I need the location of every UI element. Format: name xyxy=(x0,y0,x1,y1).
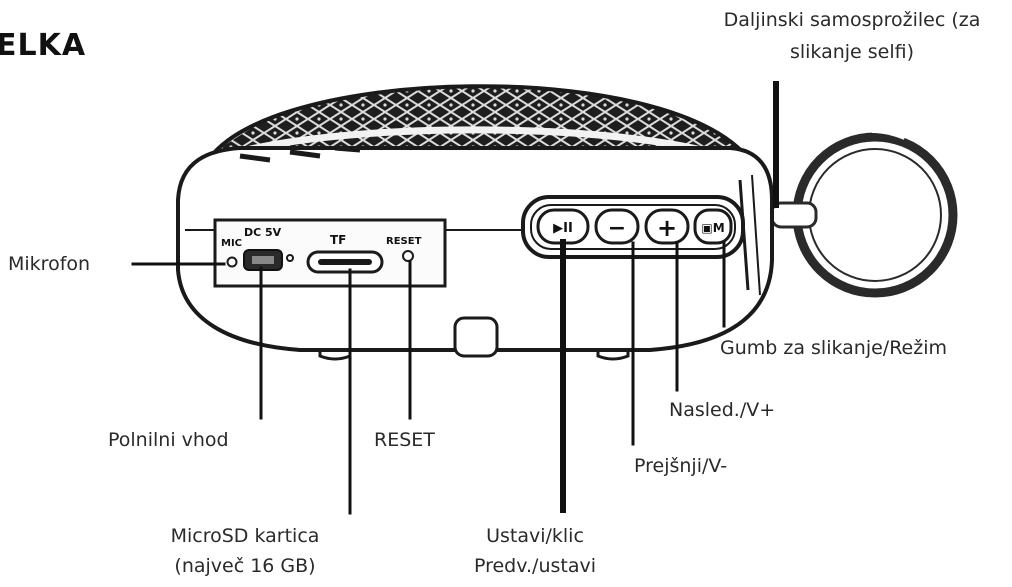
callout-prev: Prejšnji/V- xyxy=(634,455,728,477)
callout-microsd-line2: (največ 16 GB) xyxy=(174,555,316,577)
plus-icon: + xyxy=(657,214,677,242)
callout-microsd-line1: MicroSD kartica xyxy=(170,525,320,547)
next-button xyxy=(644,208,690,245)
diagram-title: ELKA xyxy=(0,28,87,63)
callout-play-line1: Ustavi/klic xyxy=(486,525,584,547)
mic-hole xyxy=(226,256,238,268)
callout-remote-line1: Daljinski samosprožilec (za xyxy=(723,9,981,31)
lanyard-ring xyxy=(770,127,958,298)
mode-button xyxy=(693,208,733,245)
panel-label-dc: DC 5V xyxy=(244,226,282,239)
callout-mic: Mikrofon xyxy=(8,253,91,275)
prev-button xyxy=(594,208,640,245)
reset-hole xyxy=(402,250,414,262)
panel-label-reset: RESET xyxy=(386,236,422,247)
panel-label-card: TF xyxy=(330,233,346,247)
play-pause-icon: ▶II xyxy=(553,221,573,236)
callout-reset: RESET xyxy=(374,429,435,451)
minus-icon: − xyxy=(608,216,626,241)
port-panel xyxy=(213,218,447,288)
callout-mode: Gumb za slikanje/Režim xyxy=(720,337,948,359)
leader-lines xyxy=(131,81,779,515)
callout-remote-line2: slikanje selfi) xyxy=(789,41,915,63)
mode-icon: ▣M xyxy=(701,221,724,235)
callout-next: Nasled./V+ xyxy=(669,399,776,421)
callout-play-line2: Predv./ustavi xyxy=(473,555,597,577)
callout-charge: Polnilni vhod xyxy=(108,429,229,451)
panel-label-mic: MIC xyxy=(221,238,242,249)
